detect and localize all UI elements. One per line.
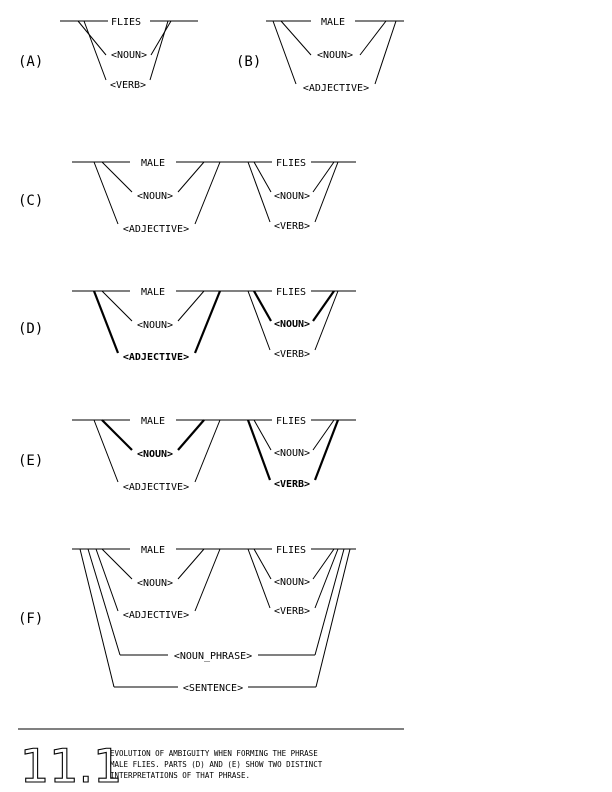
panel-label: (D) xyxy=(18,321,43,337)
node-noun: <NOUN> xyxy=(111,50,147,61)
figure-number: 11.1 xyxy=(20,739,122,792)
caption-line-1: EVOLUTION OF AMBIGUITY WHEN FORMING THE … xyxy=(110,749,318,758)
panel-f: (F) MALE <NOUN> <ADJECTIVE> FLIES <NOUN>… xyxy=(18,545,356,694)
node-noun: <NOUN> xyxy=(317,50,353,61)
node-adjective-selected: <ADJECTIVE> xyxy=(123,352,189,363)
panel-b: (B) MALE <NOUN> <ADJECTIVE> xyxy=(236,17,404,94)
panel-label: (B) xyxy=(236,54,261,70)
word-male: MALE xyxy=(141,545,165,556)
word-male: MALE xyxy=(141,287,165,298)
node-noun: <NOUN> xyxy=(274,191,310,202)
word-flies: FLIES xyxy=(276,287,306,298)
panel-d: (D) MALE <NOUN> <ADJECTIVE> FLIES <NOUN>… xyxy=(18,287,356,363)
word-male: MALE xyxy=(141,158,165,169)
panel-a: (A) FLIES <NOUN> <VERB> xyxy=(18,17,198,91)
word-flies: FLIES xyxy=(276,416,306,427)
node-noun: <NOUN> xyxy=(274,577,310,588)
node-noun-phrase: <NOUN_PHRASE> xyxy=(174,651,252,662)
word-flies: FLIES xyxy=(276,545,306,556)
node-verb: <VERB> xyxy=(274,221,310,232)
node-verb: <VERB> xyxy=(110,80,146,91)
node-adjective: <ADJECTIVE> xyxy=(123,482,189,493)
node-noun: <NOUN> xyxy=(137,191,173,202)
node-noun: <NOUN> xyxy=(274,448,310,459)
panel-label: (F) xyxy=(18,611,43,627)
node-verb: <VERB> xyxy=(274,349,310,360)
node-sentence: <SENTENCE> xyxy=(183,683,243,694)
node-verb: <VERB> xyxy=(274,606,310,617)
caption-line-2: MALE FLIES. PARTS (D) AND (E) SHOW TWO D… xyxy=(110,760,323,769)
node-noun: <NOUN> xyxy=(137,320,173,331)
caption-line-3: INTERPRETATIONS OF THAT PHRASE. xyxy=(110,771,250,780)
node-adjective: <ADJECTIVE> xyxy=(303,83,369,94)
node-noun-selected: <NOUN> xyxy=(274,319,310,330)
panel-label: (E) xyxy=(18,453,43,469)
panel-c: (C) MALE <NOUN> <ADJECTIVE> FLIES <NOUN>… xyxy=(18,158,356,235)
panel-label: (C) xyxy=(18,193,43,209)
node-noun-selected: <NOUN> xyxy=(137,449,173,460)
panel-label: (A) xyxy=(18,54,43,70)
node-adjective: <ADJECTIVE> xyxy=(123,224,189,235)
word-male: MALE xyxy=(321,17,345,28)
node-adjective: <ADJECTIVE> xyxy=(123,610,189,621)
word-flies: FLIES xyxy=(111,17,141,28)
node-noun: <NOUN> xyxy=(137,578,173,589)
word-flies: FLIES xyxy=(276,158,306,169)
panel-e: (E) MALE <NOUN> <ADJECTIVE> FLIES <NOUN>… xyxy=(18,416,356,493)
node-verb-selected: <VERB> xyxy=(274,479,310,490)
word-male: MALE xyxy=(141,416,165,427)
